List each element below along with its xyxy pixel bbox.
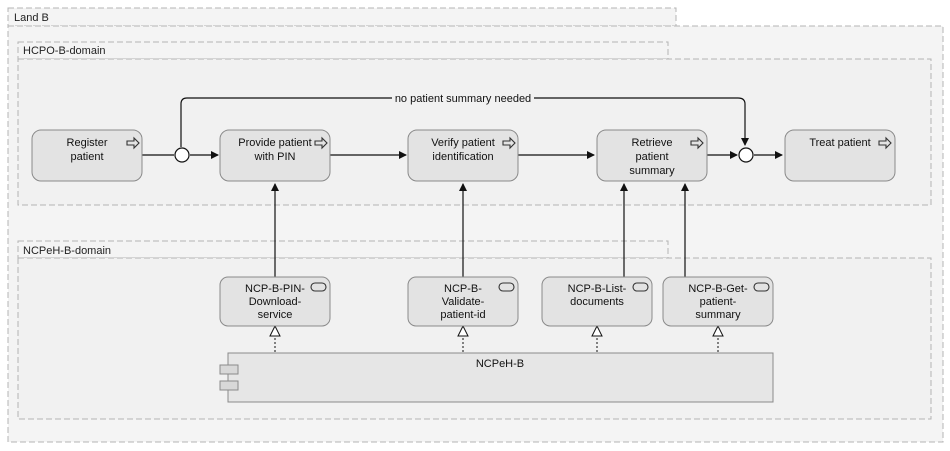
process-retrieve-label-line-1: Retrieve <box>632 137 673 149</box>
realization-edges <box>269 324 724 352</box>
component-icon-tab-2 <box>219 380 239 391</box>
service-ncp-b-list-documents[interactable]: NCP-B-List- documents <box>541 276 653 327</box>
service-get-summary-label-line-2: patient- <box>700 296 737 308</box>
process-verify-label-line-2: identification <box>432 151 493 163</box>
group-ncpeh-b-domain-label: NCPeH-B-domain <box>23 245 111 257</box>
service-icon <box>498 282 515 292</box>
component-icon-tab-1 <box>219 364 239 375</box>
service-icon <box>632 282 649 292</box>
service-ncp-b-validate-patient-id[interactable]: NCP-B- Validate- patient-id <box>407 276 519 327</box>
serving-edges <box>271 183 689 277</box>
service-pin-download-label-line-3: service <box>258 309 293 321</box>
process-retrieve-label-line-2: patient <box>635 151 668 163</box>
junction-or-split[interactable] <box>174 147 190 163</box>
group-land-b-label: Land B <box>14 12 49 24</box>
component-ncpeh-b-label: NCPeH-B <box>476 358 524 370</box>
service-icon <box>310 282 327 292</box>
process-icon <box>126 136 140 150</box>
process-retrieve-label-line-3: summary <box>629 165 675 177</box>
edge-bypass-label: no patient summary needed <box>395 93 531 105</box>
process-register-patient-label-line-2: patient <box>70 151 103 163</box>
flow-edges: no patient summary needed <box>142 91 783 159</box>
service-ncp-b-get-patient-summary[interactable]: NCP-B-Get- patient- summary <box>662 276 774 327</box>
process-provide-pin-label-line-1: Provide patient <box>238 137 311 149</box>
process-treat-patient[interactable]: Treat patient <box>784 129 896 182</box>
group-hcpo-b-domain-label: HCPO-B-domain <box>23 45 106 57</box>
process-provide-pin-label-line-2: with PIN <box>254 151 296 163</box>
process-retrieve-patient-summary[interactable]: Retrieve patient summary <box>596 129 708 182</box>
service-get-summary-label-line-1: NCP-B-Get- <box>688 283 748 295</box>
service-ncp-b-pin-download-service[interactable]: NCP-B-PIN- Download- service <box>219 276 331 327</box>
service-validate-label-line-3: patient-id <box>440 309 485 321</box>
service-validate-label-line-1: NCP-B- <box>444 283 482 295</box>
component-ncpeh-b[interactable]: NCPeH-B <box>219 352 774 403</box>
process-icon <box>502 136 516 150</box>
process-verify-patient-identification[interactable]: Verify patient identification <box>407 129 519 182</box>
process-icon <box>690 136 704 150</box>
service-list-docs-label-line-2: documents <box>570 296 624 308</box>
process-provide-patient-with-pin[interactable]: Provide patient with PIN <box>219 129 331 182</box>
process-register-patient[interactable]: Register patient <box>31 129 143 182</box>
process-icon <box>314 136 328 150</box>
service-validate-label-line-2: Validate- <box>442 296 485 308</box>
process-icon <box>878 136 892 150</box>
junction-or-join[interactable] <box>738 147 754 163</box>
service-list-docs-label-line-1: NCP-B-List- <box>568 283 627 295</box>
process-treat-label-line-1: Treat patient <box>809 137 870 149</box>
service-get-summary-label-line-3: summary <box>695 309 741 321</box>
process-register-patient-label-line-1: Register <box>67 137 108 149</box>
service-pin-download-label-line-2: Download- <box>249 296 302 308</box>
service-icon <box>753 282 770 292</box>
process-verify-label-line-1: Verify patient <box>431 137 495 149</box>
service-pin-download-label-line-1: NCP-B-PIN- <box>245 283 305 295</box>
